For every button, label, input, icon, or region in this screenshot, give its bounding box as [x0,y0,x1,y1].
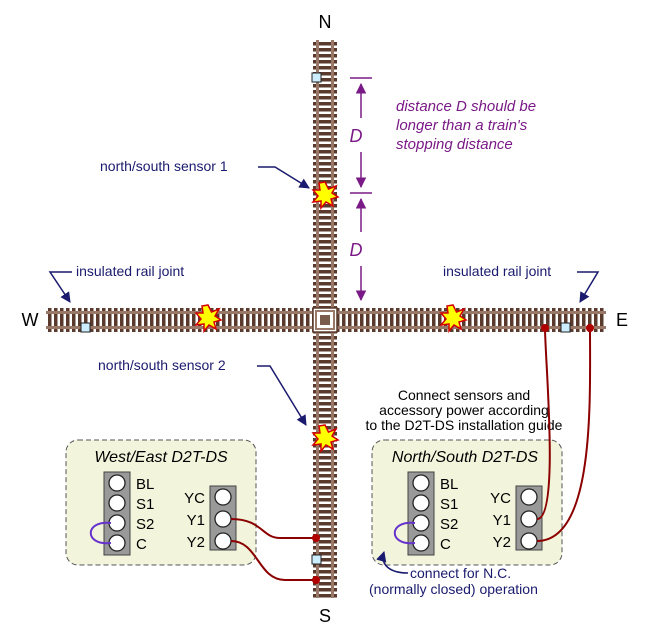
distance-markers [350,77,372,302]
north-south-pin-s2: S2 [440,516,458,533]
wire-junction-east-2 [586,324,594,332]
north-south-terminal-s1 [412,494,430,512]
wiring [230,324,594,584]
north-south-terminal-y2 [520,532,538,550]
west-east-y1-wire [230,518,316,539]
north-south-nc-jumper [394,521,416,545]
north-south-pin-bl: BL [440,476,458,493]
ns-sensor-2-arrow [257,365,307,426]
west-east-terminal-c [108,534,126,552]
west-east-terminal-s1 [108,494,126,512]
west-east-y2-wire [230,540,316,581]
north-south-y2-wire [536,327,592,542]
west-label: W [22,310,39,330]
sensor-west-icon [194,304,223,334]
track-crossing [312,307,338,333]
west-east-pin-s1: S1 [136,496,154,513]
install-note-line-1: Connect sensors and [398,387,530,403]
north-label: N [319,12,332,32]
nc-note-line-2: (normally closed) operation [369,581,538,597]
west-east-terminal-y2 [214,532,232,550]
north-south-terminal-bl [412,474,430,492]
west-east-pin-yc: YC [184,490,205,507]
distance-d-lower: D [350,240,363,260]
wire-junction-east-1 [541,324,549,332]
install-note-line-2: accessory power according [379,402,549,418]
south-label: S [319,606,331,626]
insulated-joint-south [311,554,322,565]
west-east-pin-bl: BL [136,476,154,493]
north-south-module: North/South D2T-DS BL S1 S2 C YC Y1 Y2 [371,439,563,566]
insulated-joint-west-label: insulated rail joint [76,263,184,279]
west-east-terminal-s2 [108,514,126,532]
install-note-line-3: to the D2T-DS installation guide [366,417,563,433]
west-east-module-title: West/East D2T-DS [94,449,228,466]
distance-note-line-1: distance D should be [396,98,536,115]
east-label: E [616,310,628,330]
insulated-joint-east-label: insulated rail joint [443,263,551,279]
west-east-nc-jumper [90,521,112,545]
west-east-terminal-bl [108,474,126,492]
north-south-pin-s1: S1 [440,496,458,513]
insulated-joint-east-arrow [577,271,600,303]
sensor-east-icon [439,304,468,334]
north-south-pin-y2: Y2 [493,534,511,551]
distance-note-line-3: stopping distance [396,136,513,153]
sensor-south-icon [311,424,340,454]
nc-note-arrow [376,550,409,574]
insulated-joint-north [311,72,322,83]
west-east-pin-y2: Y2 [187,534,205,551]
north-south-pin-c: C [440,536,451,553]
nc-note-line-1: connect for N.C. [410,565,511,581]
north-south-terminal-y1 [520,510,538,528]
north-south-y1-wire [536,327,551,520]
north-south-pin-y1: Y1 [493,512,511,529]
insulated-joint-east [560,322,571,333]
ns-sensor-1-arrow [258,166,310,189]
distance-note-line-2: longer than a train's [396,117,528,134]
ns-sensor-1-label: north/south sensor 1 [100,158,228,174]
distance-d-upper: D [350,126,363,146]
north-south-terminal-s2 [412,514,430,532]
west-east-pin-s2: S2 [136,516,154,533]
wire-junction-south-2 [312,576,320,584]
north-south-terminal-yc [520,488,538,506]
wire-junction-south-1 [312,534,320,542]
insulated-joint-west [80,322,91,333]
ns-sensor-2-label: north/south sensor 2 [98,357,226,373]
west-east-pin-y1: Y1 [187,512,205,529]
sensor-north-icon [311,181,340,211]
west-east-module: West/East D2T-DS BL S1 S2 C YC Y1 Y2 [65,439,257,566]
insulated-joint-west-arrow [48,271,72,303]
west-east-terminal-y1 [214,510,232,528]
north-south-terminal-c [412,534,430,552]
north-south-module-title: North/South D2T-DS [392,449,538,466]
west-east-terminal-yc [214,488,232,506]
west-east-pin-c: C [136,536,147,553]
north-south-pin-yc: YC [490,490,511,507]
